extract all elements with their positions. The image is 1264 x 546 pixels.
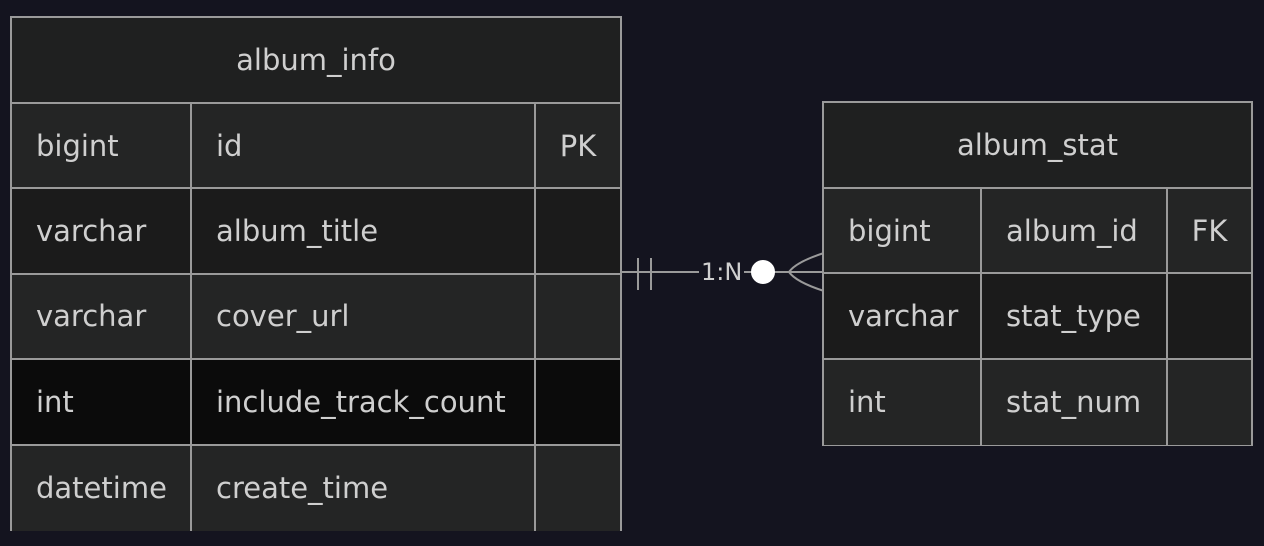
attribute-key [1168, 360, 1251, 445]
relationship-label: 1:N [699, 258, 745, 286]
attribute-key [536, 189, 620, 272]
attribute-key [536, 275, 620, 358]
attribute-type: datetime [12, 445, 192, 531]
attribute-type: bigint [824, 189, 982, 273]
attribute-name: album_id [982, 189, 1168, 273]
attribute-name: include_track_count [192, 360, 536, 444]
attribute-name: id [192, 104, 536, 188]
attribute-name: stat_type [982, 274, 1168, 358]
attribute-type: varchar [824, 274, 982, 358]
attribute-name: album_title [192, 189, 536, 273]
attribute-key: FK [1191, 213, 1228, 248]
attribute-type: varchar [12, 189, 192, 273]
attribute-key: PK [559, 128, 597, 163]
zero-marker-circle [751, 260, 775, 284]
attribute-type: int [824, 359, 982, 446]
attribute-name: create_time [192, 445, 536, 531]
attribute-name: stat_num [982, 359, 1168, 446]
attribute-type: int [12, 360, 192, 444]
entity-title: album_stat [824, 103, 1251, 189]
attribute-name: cover_url [192, 274, 536, 359]
entity-title: album_info [12, 18, 620, 104]
attribute-key [536, 360, 620, 443]
attribute-type: varchar [12, 274, 192, 359]
attribute-key [1168, 274, 1251, 357]
attribute-key [536, 446, 620, 531]
attribute-type: bigint [12, 104, 192, 188]
crowfoot-marker [787, 252, 825, 292]
